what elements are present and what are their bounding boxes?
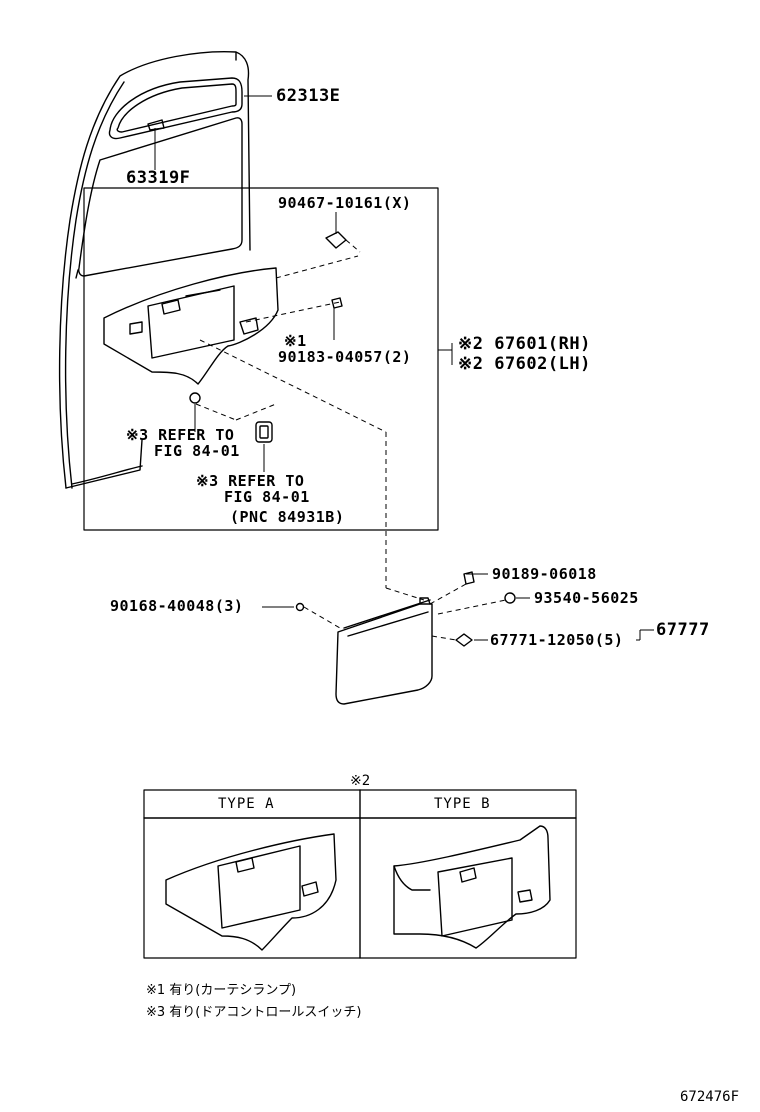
label-90467-10161: 90467-10161(X) (278, 194, 412, 212)
label-note1-mark: ※1 (284, 332, 307, 350)
label-90183-04057: 90183-04057(2) (278, 348, 412, 366)
door-outline-inner (64, 81, 125, 489)
label-90189-06018: 90189-06018 (492, 565, 597, 583)
weatherstrip-62313E (108, 77, 243, 140)
switch-84931B (255, 421, 273, 443)
label-refer1-line2: FIG 84-01 (154, 442, 240, 460)
label-67771-12050: 67771-12050(5) (490, 631, 624, 649)
figure-id: 672476F (680, 1089, 740, 1105)
label-67602: ※2 67602(LH) (458, 354, 591, 374)
type-b-board (393, 825, 551, 949)
type-a-board (165, 833, 337, 951)
footnote-3: ※3 有り(ドアコントロールスイッチ) (146, 1005, 362, 1020)
label-refer2-line1: ※3 REFER TO (196, 472, 305, 490)
clip-67771-12050 (455, 633, 473, 647)
kick-panel-67777 (335, 603, 433, 705)
screw-90168-40048 (295, 602, 305, 612)
detail-box (83, 187, 439, 531)
label-90168-40048: 90168-40048(3) (110, 597, 244, 615)
door-trim-board (103, 267, 279, 385)
label-refer1-line1: ※3 REFER TO (126, 426, 235, 444)
label-67601: ※2 67601(RH) (458, 334, 591, 354)
clip-90467-10161 (325, 231, 347, 249)
label-62313E: 62313E (276, 86, 341, 106)
label-63319F: 63319F (126, 168, 191, 188)
label-refer2-line2: FIG 84-01 (224, 488, 310, 506)
clip-93540-56025 (504, 592, 516, 604)
label-type-mark: ※2 (350, 773, 371, 789)
footnote-1: ※1 有り(カーテシランプ) (146, 983, 297, 998)
label-67777: 67777 (656, 620, 710, 640)
garnish-63319F (147, 119, 165, 131)
label-refer2-line3: (PNC 84931B) (230, 508, 345, 526)
header-type-a: TYPE A (218, 796, 275, 812)
label-93540-56025: 93540-56025 (534, 589, 639, 607)
header-type-b: TYPE B (434, 796, 491, 812)
screw-90189-06018 (463, 571, 475, 585)
door-outline (58, 51, 251, 489)
